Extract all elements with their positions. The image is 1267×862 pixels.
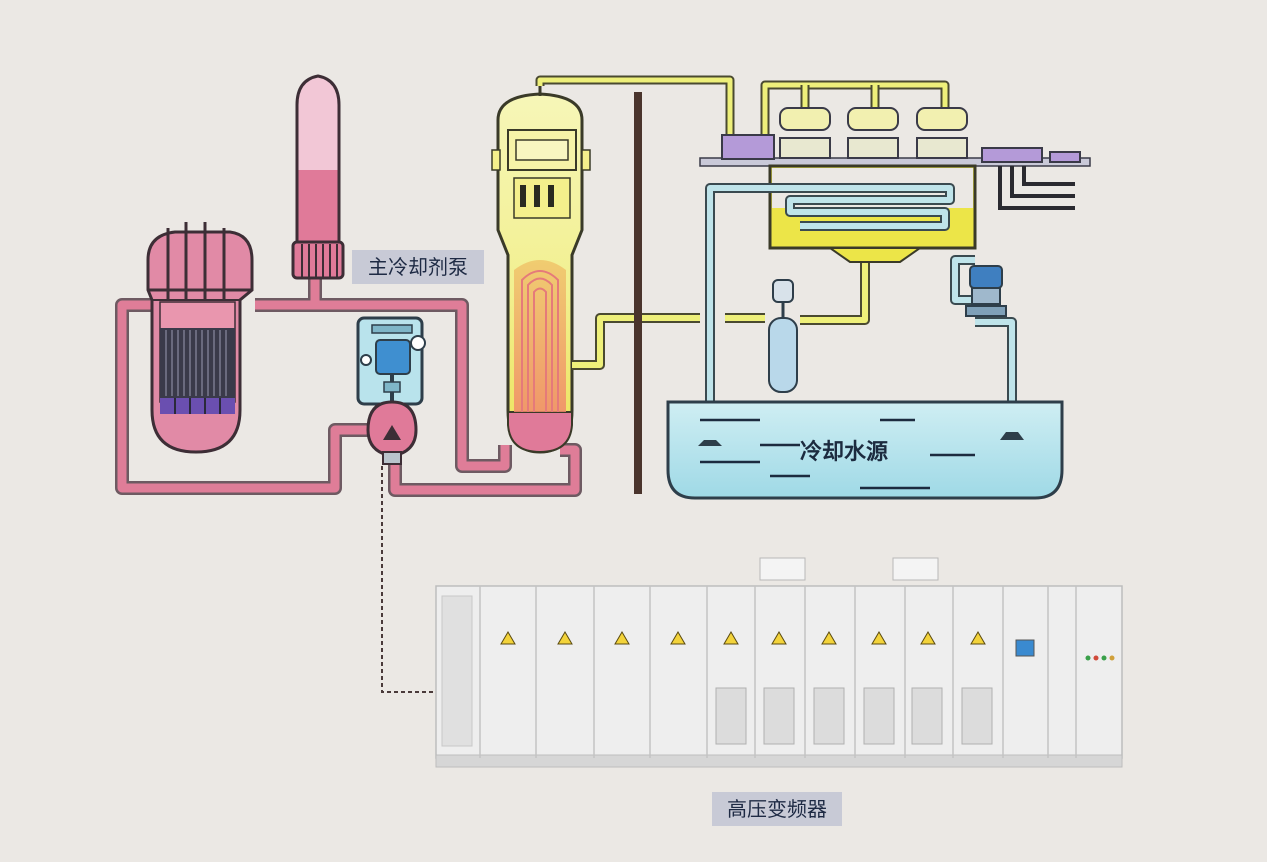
cooling-water-basin [666, 400, 1064, 500]
condensate-pump-icon [768, 279, 798, 393]
pump-label: 主冷却剂泵 [352, 250, 484, 284]
steam-generator-icon [491, 84, 591, 454]
control-signal-line [381, 466, 436, 693]
vfd-label: 高压变频器 [712, 792, 842, 826]
turbine-icon [699, 107, 1091, 210]
secondary-loop-piping [535, 75, 950, 370]
primary-loop-piping [115, 275, 582, 497]
reactor-vessel-icon [146, 222, 254, 454]
cooling-pump-icon [965, 265, 1007, 317]
containment-wall [634, 92, 642, 494]
reactor-coolant-pump-icon [356, 316, 426, 465]
cooling-water-label: 冷却水源 [800, 440, 889, 465]
pressurizer-icon [291, 74, 345, 280]
high-voltage-vfd-cabinet [435, 557, 1123, 768]
